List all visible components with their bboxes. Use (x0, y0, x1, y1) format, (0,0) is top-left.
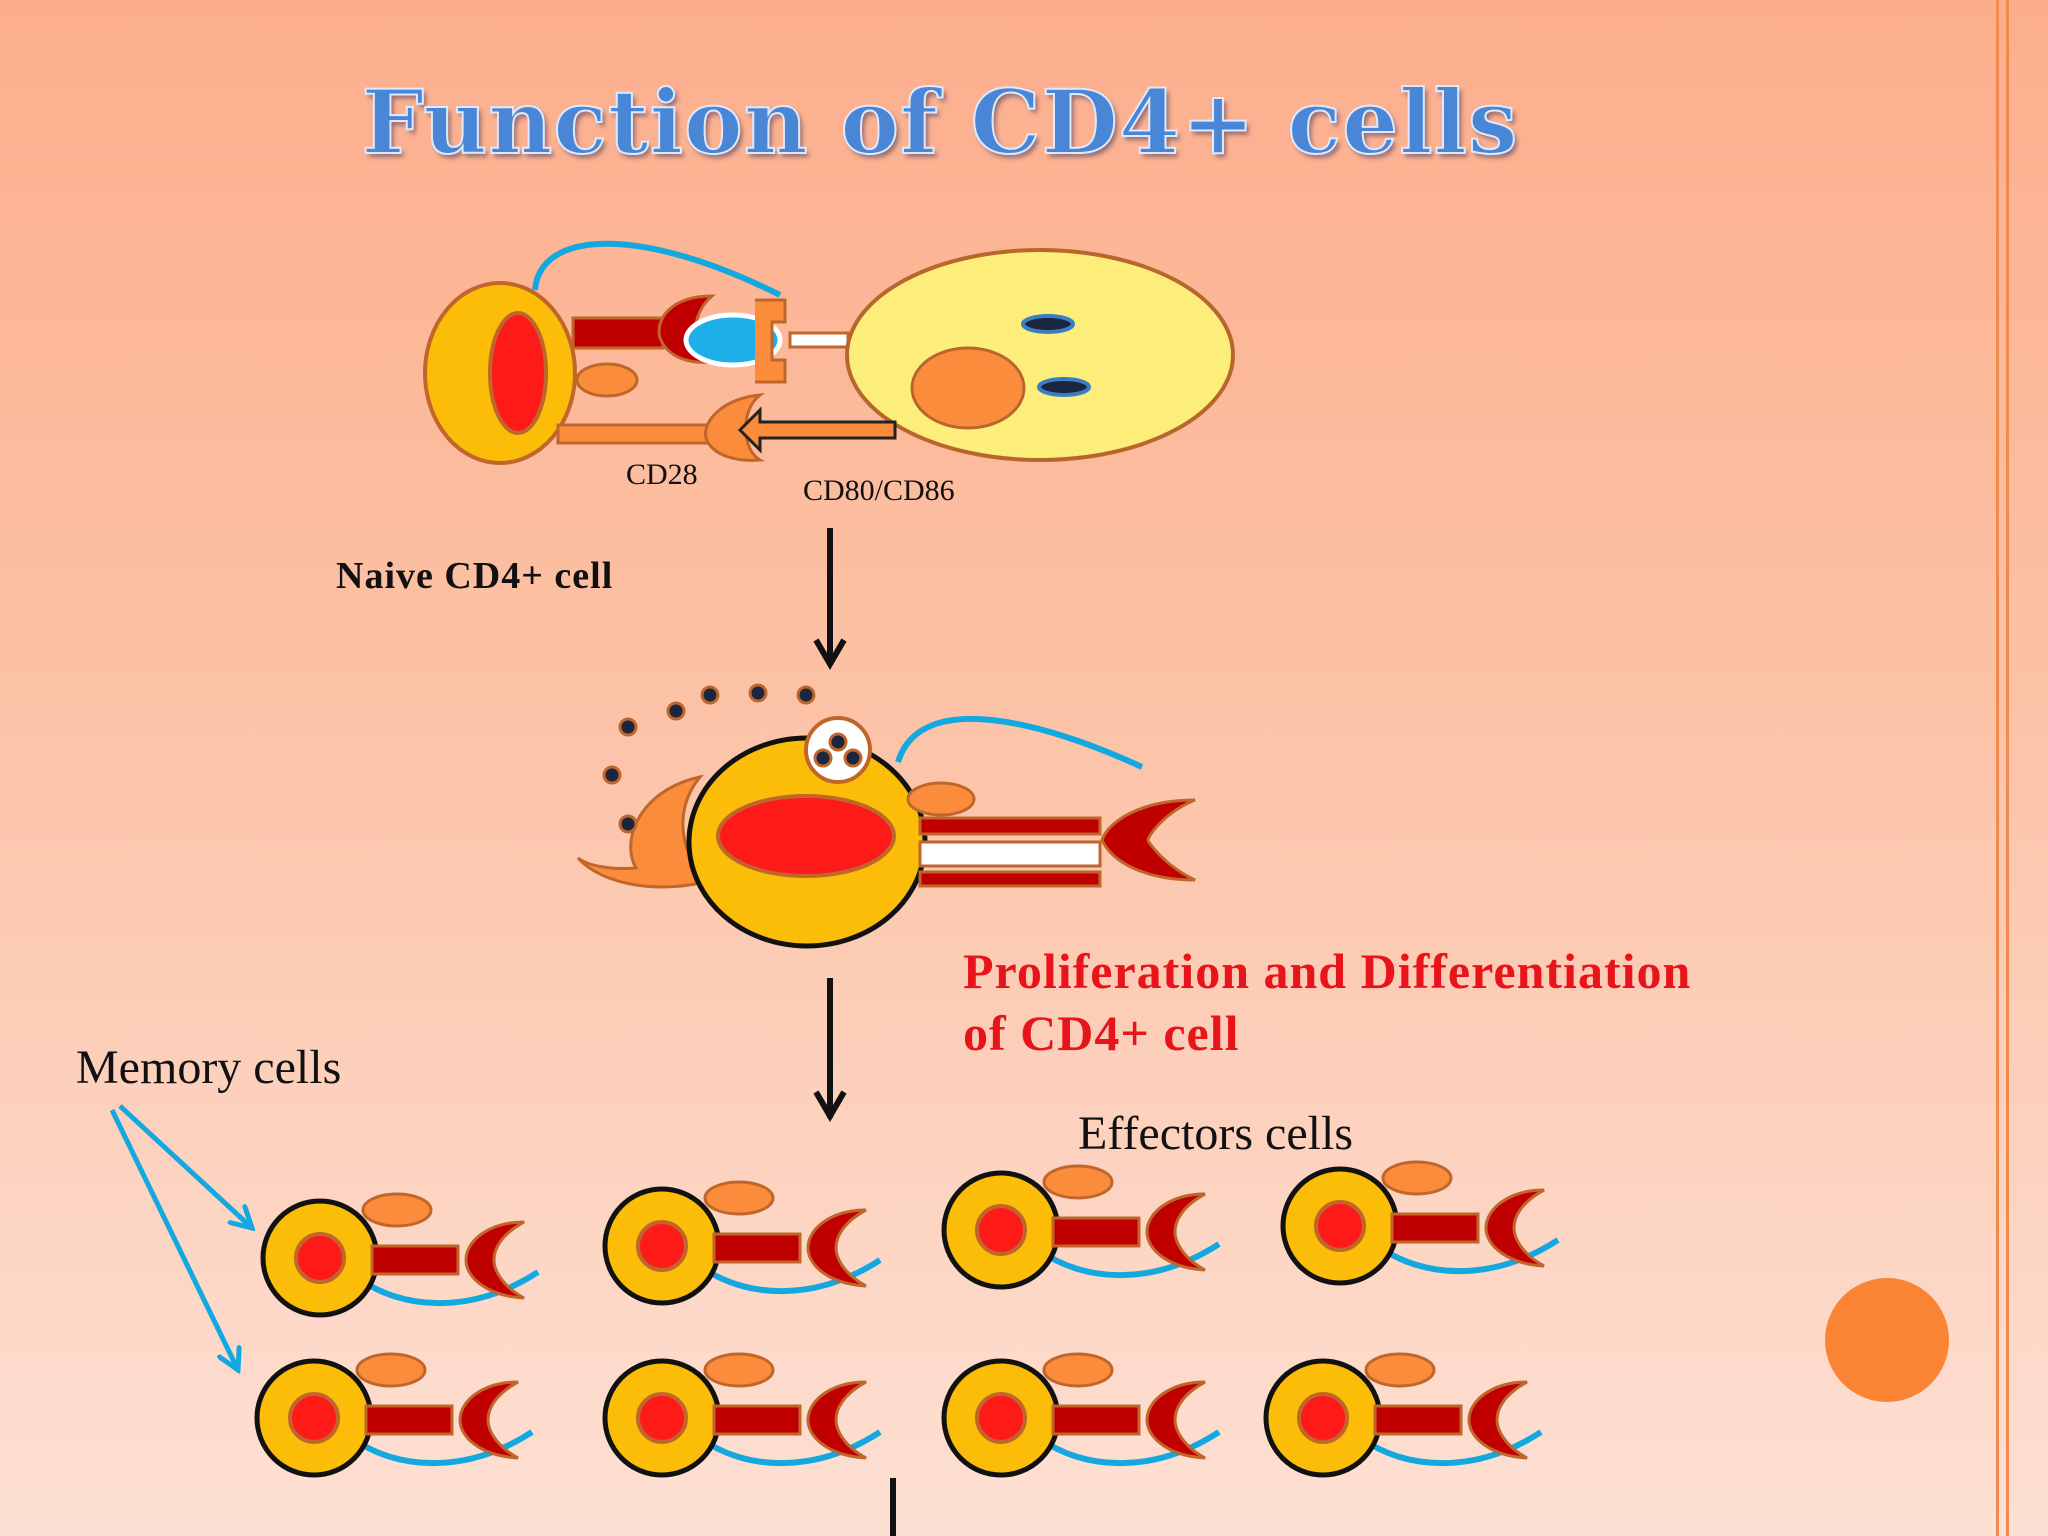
effector-cell (1266, 1354, 1541, 1475)
memory-cell (257, 1354, 532, 1475)
memory-pointer-arrow (118, 1104, 252, 1228)
mhc-stalk (788, 331, 850, 349)
activated-tcr-stalk (918, 816, 1102, 836)
naive-cell-label: Naive CD4+ cell (336, 555, 614, 597)
effector-cell (944, 1166, 1219, 1287)
mhc-molecule (755, 298, 787, 384)
cd80-cd86-label: CD80/CD86 (803, 474, 955, 507)
apc-nucleus (910, 346, 1026, 430)
activated-nucleus (716, 794, 896, 878)
effectors-cells-label: Effectors cells (1078, 1107, 1353, 1160)
proliferation-line-2: of CD4+ cell (963, 1005, 1240, 1061)
memory-cell (263, 1194, 538, 1315)
decorative-bullet-circle (1825, 1278, 1949, 1402)
cd28-label: CD28 (626, 458, 698, 491)
apc-cell (737, 248, 1235, 462)
apc-granule (1037, 377, 1091, 397)
cd28-stalk (556, 423, 712, 445)
tcr-stalk (571, 316, 665, 350)
activated-link-line (895, 715, 1144, 770)
cytokine-dots (602, 683, 816, 834)
effector-cell (1283, 1162, 1558, 1283)
activated-t-cell (576, 683, 1196, 949)
naive-t-cell (423, 240, 782, 465)
cd80-cd86-arrow (737, 406, 897, 454)
proliferation-heading: Proliferation and Differentiation of CD4… (963, 940, 1691, 1064)
memory-pointer-arrow (109, 1108, 238, 1370)
activated-tcr-head (1100, 798, 1196, 882)
apc-body (845, 248, 1235, 462)
effector-cell (944, 1354, 1219, 1475)
slide-frame-line-right (2006, 0, 2009, 1536)
activated-cd4 (906, 781, 976, 817)
arrow-head-2 (813, 1090, 847, 1122)
memory-cells-label: Memory cells (76, 1041, 342, 1094)
proliferation-line-1: Proliferation and Differentiation (963, 943, 1692, 999)
t-cell-nucleus (488, 311, 548, 435)
effector-cell (605, 1354, 880, 1475)
apc-granule (1021, 314, 1075, 334)
activated-stalk-lower (918, 870, 1102, 888)
slide-frame-line-left (1996, 0, 1999, 1536)
effector-cell (605, 1182, 880, 1303)
tcr-link-line (532, 240, 782, 298)
cd4-molecule (575, 362, 639, 398)
arrow-head-1 (813, 638, 847, 670)
activated-cd28-stalk (918, 840, 1102, 868)
slide-title: Function of CD4+ cells (361, 69, 1519, 175)
